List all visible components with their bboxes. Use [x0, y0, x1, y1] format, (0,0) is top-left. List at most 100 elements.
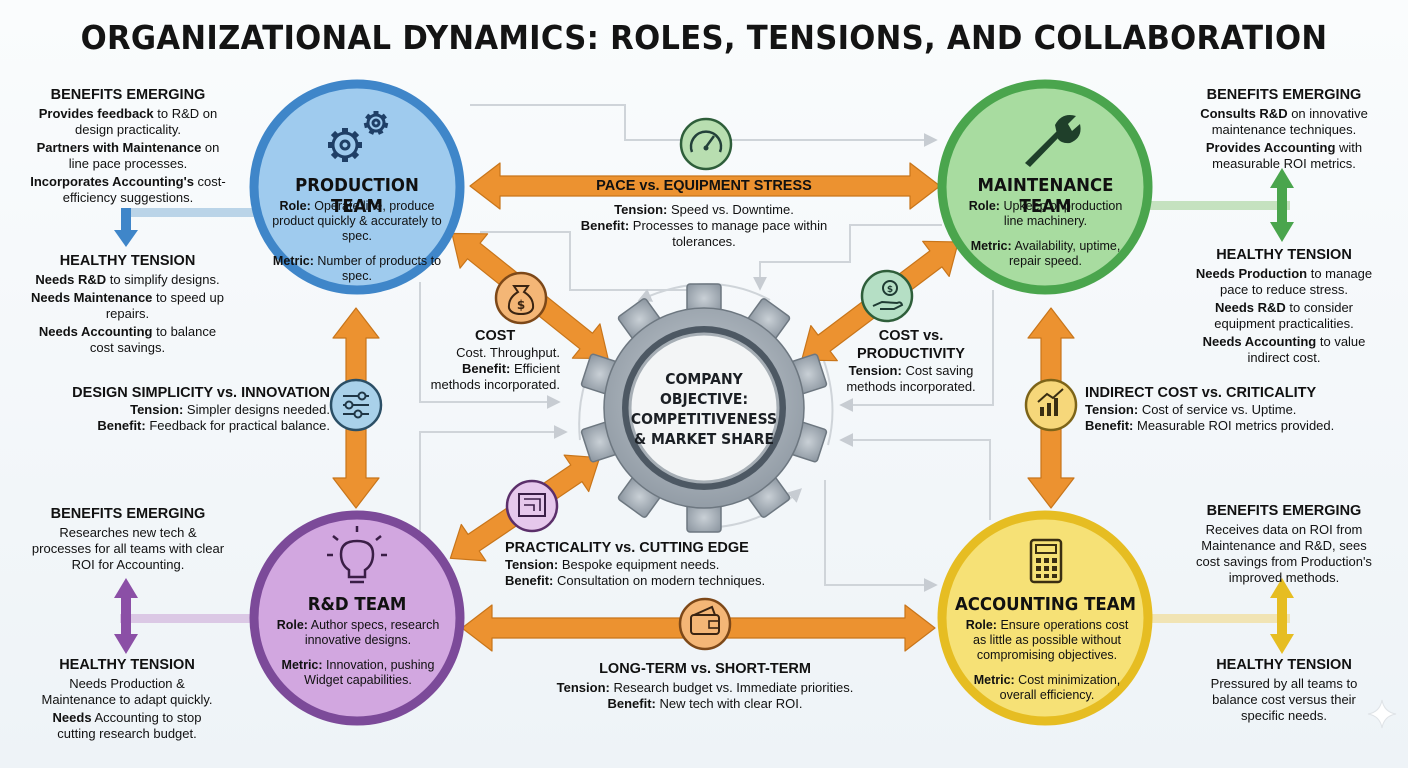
rnd-benefits: BENEFITS EMERGING Researches new tech & … [30, 505, 226, 575]
benefit-text: New tech with clear ROI. [655, 696, 803, 711]
production-benefits: BENEFITS EMERGING Provides feedback to R… [28, 86, 228, 208]
gear-tooth [342, 128, 348, 133]
tension-bold: Needs Maintenance [31, 290, 153, 305]
accounting-team-details: Role: Ensure operations cost as little a… [958, 618, 1136, 713]
tension-label: Tension: [1085, 402, 1139, 417]
benefit-text: on innovative maintenance techniques. [1211, 106, 1368, 137]
production-team-details: Role: Operate line, produce product quic… [272, 199, 442, 294]
gear-tooth [351, 151, 360, 160]
tension-heading: PRODUCTIVITY [857, 346, 965, 362]
accounting-side-band [1130, 614, 1290, 623]
tension-bold: Needs Accounting [1202, 334, 1317, 349]
production-role: Operate line, produce product quickly & … [272, 199, 442, 243]
tension-heading: LONG-TERM vs. SHORT-TERM [599, 661, 811, 677]
tension-text: to simplify designs. [106, 272, 220, 287]
tension-label: Tension: [556, 680, 610, 695]
benefit-bold: Provides feedback [38, 106, 154, 121]
benefits-heading: BENEFITS EMERGING [50, 87, 206, 103]
role-label: Role: [276, 618, 308, 632]
accounting-healthy-tension: HEALTHY TENSION Pressured by all teams t… [1198, 656, 1370, 726]
tension-heading: PACE vs. EQUIPMENT STRESS [596, 178, 812, 194]
accounting-benefits: BENEFITS EMERGING Receives data on ROI f… [1188, 502, 1380, 588]
tension-item: Needs R&D to simplify designs. [30, 272, 225, 288]
longterm-tension: LONG-TERM vs. SHORT-TERM Tension: Resear… [550, 660, 860, 712]
tension-item: Needs Production to manage pace to reduc… [1186, 266, 1382, 298]
gauge-icon [679, 117, 733, 171]
rnd-side-arrow [114, 578, 138, 654]
tension-label: Tension: [505, 557, 559, 572]
tension-heading: HEALTHY TENSION [1216, 247, 1352, 263]
tension-text: Simpler designs needed. [183, 402, 330, 417]
accounting-side-arrow [1270, 578, 1294, 654]
tension-text: Research budget vs. Immediate priorities… [609, 680, 854, 695]
metric-label: Metric: [970, 239, 1012, 253]
design-tension: DESIGN SIMPLICITY vs. INNOVATION Tension… [62, 384, 330, 434]
wallet-icon [678, 597, 732, 651]
tension-text: Pressured by all teams to balance cost v… [1210, 676, 1358, 723]
tension-heading: HEALTHY TENSION [59, 253, 196, 269]
gear-tooth [365, 113, 372, 120]
tension-heading: INDIRECT COST vs. CRITICALITY [1085, 385, 1317, 401]
gear-tooth [330, 130, 339, 139]
gear-tooth [330, 151, 339, 160]
sliders-icon [329, 378, 383, 432]
calculator-icon [1029, 538, 1063, 584]
accounting-team-name: ACCOUNTING TEAM [954, 594, 1137, 615]
tension-label: Tension: [848, 363, 902, 378]
indirect-tension: INDIRECT COST vs. CRITICALITY Tension: C… [1085, 384, 1335, 434]
tension-text: to speed up repairs. [105, 290, 224, 321]
benefit-item: Consults R&D on innovative maintenance t… [1186, 106, 1382, 138]
gear-tooth [357, 142, 362, 148]
production-team-name: PRODUCTION TEAM [295, 175, 419, 217]
blueprint-icon [505, 479, 559, 533]
tension-item: Needs Maintenance to speed up repairs. [30, 290, 225, 322]
production-circle [249, 79, 465, 295]
benefit-text: Researches new tech & processes for all … [31, 525, 225, 572]
tension-bold: Needs R&D [1215, 300, 1286, 315]
accounting-circle [937, 510, 1153, 726]
benefit-label: Benefit: [97, 418, 146, 433]
tension-item: Needs Accounting to stop cutting researc… [32, 710, 222, 742]
accounting-role: Ensure operations cost as little as poss… [973, 618, 1129, 662]
hand-coin-icon: $ [860, 269, 914, 323]
lightbulb-icon [327, 526, 387, 584]
gear-tooth [377, 129, 384, 135]
benefit-bold: Provides Accounting [1205, 140, 1336, 155]
tension-bold: Needs Production [1195, 266, 1308, 281]
gear-tooth [363, 122, 369, 129]
tension-text: to balance cost savings. [89, 324, 217, 355]
objective-line: COMPETITIVENESS [630, 410, 778, 428]
benefits-heading: BENEFITS EMERGING [1206, 87, 1362, 103]
gear-tooth [373, 111, 379, 115]
production-side-band [125, 208, 285, 217]
objective-line: OBJECTIVE: [659, 390, 749, 408]
tension-text: to consider equipment practicalities. [1214, 300, 1354, 331]
tension-heading: DESIGN SIMPLICITY vs. INNOVATION [72, 385, 330, 401]
money-bag-icon: $ [494, 271, 548, 325]
benefit-label: Benefit: [607, 696, 656, 711]
benefits-heading: BENEFITS EMERGING [1206, 503, 1362, 519]
rnd-team-name: R&D TEAM [307, 594, 407, 615]
tension-text: Accounting to stop cutting research budg… [57, 710, 202, 741]
role-label: Role: [279, 199, 311, 213]
benefit-label: Benefit: [505, 573, 554, 588]
metric-label: Metric: [272, 254, 314, 268]
svg-text:$: $ [517, 298, 525, 312]
maintenance-team-name: MAINTENANCE TEAM [977, 175, 1114, 217]
tension-label: Tension: [614, 202, 668, 217]
tension-item: Needs Accounting to balance cost savings… [30, 324, 225, 356]
benefit-text: on line pace processes. [68, 140, 220, 171]
tension-heading: PRACTICALITY vs. CUTTING EDGE [505, 540, 749, 556]
benefit-text: Measurable ROI metrics provided. [1133, 418, 1335, 433]
benefit-text: Efficient methods incorporated. [430, 361, 560, 392]
production-metric: Number of products to spec. [317, 254, 442, 283]
practicality-tension: PRACTICALITY vs. CUTTING EDGE Tension: B… [505, 539, 775, 589]
sparkle-icon [1367, 699, 1397, 729]
gear-tooth [383, 122, 389, 129]
benefit-item: Receives data on ROI from Maintenance an… [1188, 522, 1380, 586]
tension-text: Cost saving methods incorporated. [846, 363, 976, 394]
tension-heading: COST vs. [878, 328, 944, 344]
gear-tooth [368, 129, 375, 135]
pace-tension: PACE vs. EQUIPMENT STRESS Tension: Speed… [578, 178, 830, 250]
benefit-item: Partners with Maintenance on line pace p… [28, 140, 228, 172]
